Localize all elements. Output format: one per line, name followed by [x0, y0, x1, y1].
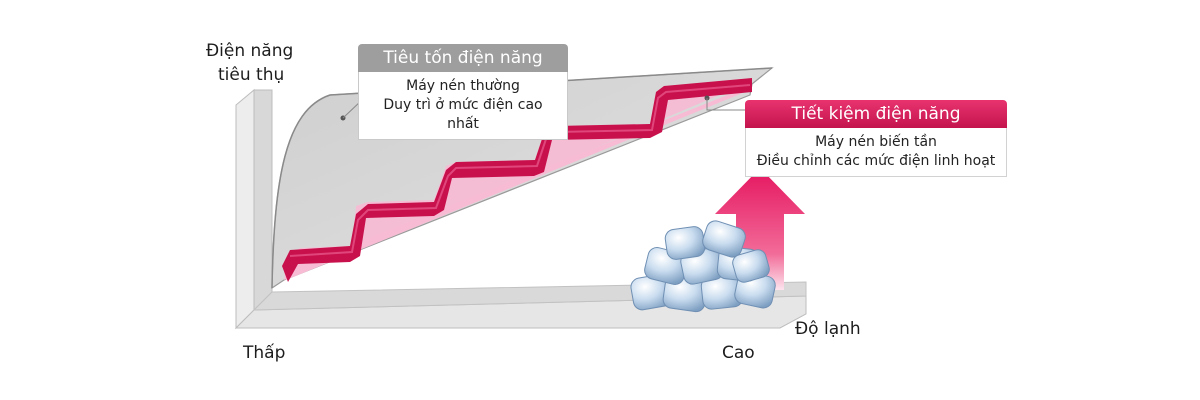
conventional-callout: Tiêu tốn điện năng Máy nén thường Duy tr… [358, 44, 568, 140]
conventional-callout-title: Tiêu tốn điện năng [358, 44, 568, 72]
conventional-callout-body: Máy nén thường Duy trì ở mức điện cao nh… [358, 72, 568, 140]
inverter-callout: Tiết kiệm điện năng Máy nén biến tần Điề… [745, 100, 1007, 177]
ice-cubes-icon [630, 220, 776, 313]
y-axis-label-line2: tiêu thụ [218, 65, 285, 85]
inverter-step-line [282, 78, 752, 282]
inverter-callout-title: Tiết kiệm điện năng [745, 100, 1007, 128]
y-axis-label-line1: Điện năng [206, 41, 294, 61]
x-axis-high-label: Cao [722, 343, 755, 363]
conventional-callout-line2: Duy trì ở mức điện cao nhất [383, 97, 543, 132]
inverter-callout-line1: Máy nén biến tần [815, 134, 937, 150]
x-axis-label: Độ lạnh [795, 319, 861, 339]
inverter-callout-body: Máy nén biến tần Điều chỉnh các mức điện… [745, 128, 1007, 177]
conventional-callout-line1: Máy nén thường [406, 78, 520, 94]
y-axis-wall [235, 88, 273, 330]
x-axis-low-label: Thấp [243, 343, 286, 363]
inverter-step-highlight [289, 84, 751, 257]
inverter-callout-line2: Điều chỉnh các mức điện linh hoạt [756, 153, 996, 169]
inverter-pointer-line [706, 98, 752, 111]
consumption-top-edge [271, 67, 773, 289]
